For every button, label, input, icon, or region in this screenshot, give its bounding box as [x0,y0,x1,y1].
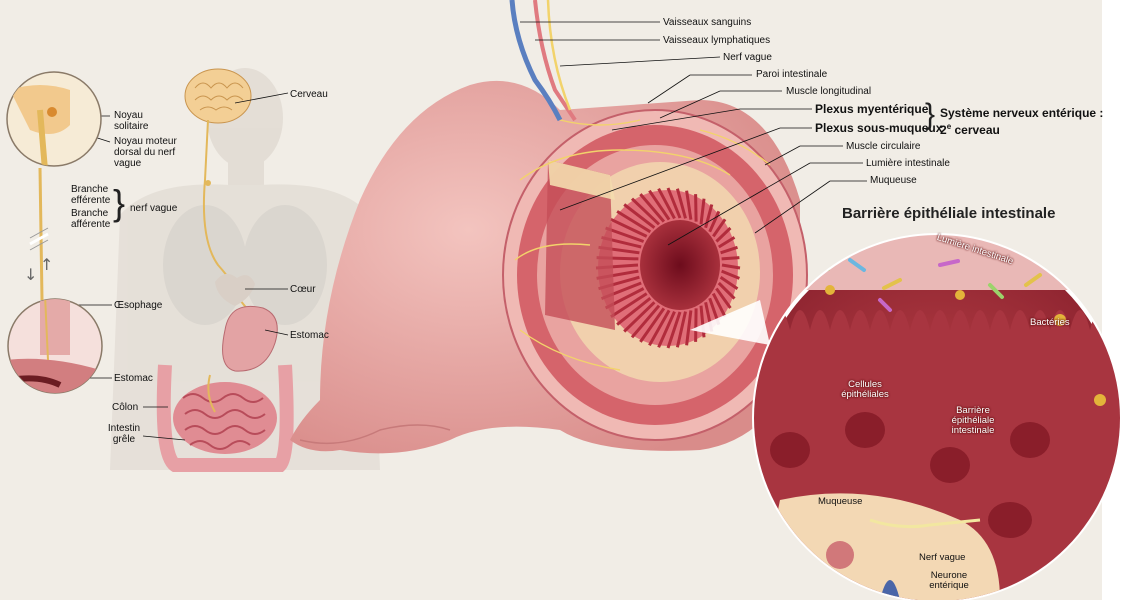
lumen [640,220,720,310]
villus [715,226,732,243]
villus [623,301,656,333]
label-vaisseaux-lymphatiques: Vaisseaux lymphatiques [663,35,771,46]
villus [630,197,661,226]
nerve-cable [38,167,44,301]
villus [704,204,714,229]
cross-section [502,109,808,441]
villus [699,198,706,225]
label-oesophage: Œsophage [114,300,163,311]
villus [717,281,736,300]
right-margin [1102,0,1123,600]
down-arrow-icon: ↓ [24,265,37,284]
label-estomac-body: Estomac [290,330,329,341]
villus [715,287,732,309]
label-muscle-circulaire: Muscle circulaire [846,141,921,152]
villus [605,226,645,243]
label-estomac-left: Estomac [114,373,153,384]
leader-lines [59,21,867,441]
inset-barriere: Barrière épithéliale intestinale [951,405,995,436]
label-snc-line1: Système nerveux entérique : [940,106,1104,120]
label-paroi-intestinale: Paroi intestinale [756,69,828,80]
small-intestine-icon [173,382,277,454]
brain-icon [184,68,252,124]
villus [666,311,682,349]
label-plexus-myenterique: Plexus myentérique [815,102,929,116]
villus [616,297,652,326]
villus [639,307,666,343]
inset-nerf-vague: Nerf vague [919,552,966,563]
figure-title: Barrière épithéliale intestinale [842,205,1056,222]
inset-muqueuse: Muqueuse [818,496,863,507]
label-cerveau: Cerveau [290,89,328,100]
villus [648,189,671,221]
inset-bacteries: Bactéries [1030,317,1070,328]
villus [648,309,671,347]
brace-nerf-vague-icon: } [113,182,126,223]
inset-cellules-epitheliales: Cellules épithéliales [841,379,889,400]
villus [623,203,656,229]
label-intestin-grele: Intestin grêle [107,423,141,445]
label-vaisseaux-sanguins: Vaisseaux sanguins [663,17,752,28]
villus [675,311,687,348]
villus [685,190,693,220]
label-nerf-vague-left: nerf vague [130,203,178,214]
villus [721,263,741,270]
villus [639,193,666,223]
stomach-icon [222,305,278,372]
brainstem-inset [6,71,102,167]
villus [712,218,727,238]
label-colon: Côlon [112,402,139,413]
villus [675,188,687,219]
villus [708,210,721,233]
label-branche-afferente: Branche afférente [71,208,111,230]
label-snc-line2: 2e cerveau [940,122,1000,137]
villus [711,292,727,318]
villus [610,217,648,238]
label-muqueuse: Muqueuse [870,175,917,186]
label-plexus-sous-muqueux: Plexus sous-muqueux [815,121,943,135]
villus [721,269,740,280]
villus [685,310,693,346]
label-nerf-vague-top: Nerf vague [723,52,772,63]
villus [718,236,736,249]
villus [694,194,698,222]
heart-icon [215,273,255,306]
brace-icon: } [925,98,936,131]
inset-neurone: Neurone entérique [929,570,969,591]
label-noyau-moteur: Noyau moteur dorsal du nerf vague [114,136,177,169]
villus [657,310,676,348]
up-arrow-icon: ↑ [40,255,53,274]
villus [694,308,698,342]
label-lumiere-intestinale: Lumière intestinale [866,158,950,169]
villus [719,275,739,290]
villus [610,292,648,318]
label-muscle-longitudinal: Muscle longitudinal [786,86,872,97]
epithelial-inset [752,233,1122,600]
villus [666,187,682,219]
label-coeur: Cœur [290,284,316,295]
label-noyau-solitaire: Noyau solitaire [114,110,149,132]
villus [721,256,740,261]
stomach-inset [7,298,103,394]
villus [616,210,652,234]
label-branche-efferente: Branche efférente [71,184,111,206]
vessels [509,0,577,122]
villus [630,304,661,339]
colon-icon [156,364,294,472]
villus [720,245,738,255]
villus [657,187,676,220]
